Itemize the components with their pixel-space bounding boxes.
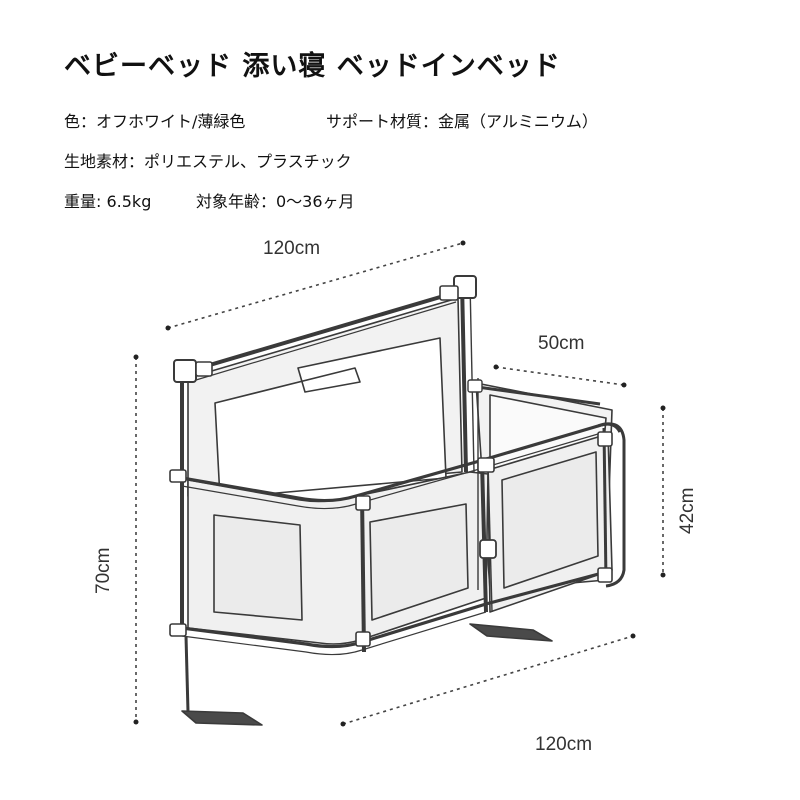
rear-post-right — [460, 281, 468, 473]
bed-illustration — [169, 275, 626, 726]
basket-back-rail — [469, 384, 601, 406]
front-window-left — [213, 514, 303, 621]
rear-inner-board — [214, 337, 447, 499]
rear-top-bar-inner — [195, 301, 457, 381]
front-post-corner-inner — [487, 461, 493, 613]
dim-line-top-width — [167, 242, 464, 329]
dim-label-total-height: 70cm — [93, 548, 114, 594]
dim-label-top-width: 120cm — [263, 238, 320, 259]
joint-clip-8 — [467, 379, 483, 393]
basket-bottom-rail-inner — [181, 611, 487, 656]
spec-color: 色：オフホワイト/薄緑色 — [64, 112, 246, 131]
dim-label-depth: 50cm — [538, 333, 584, 354]
dim-label-bottom-width: 120cm — [535, 734, 592, 755]
front-window-right — [369, 503, 469, 621]
front-post-corner — [480, 461, 488, 613]
joint-clip-6 — [597, 431, 613, 447]
joint-clip-5 — [477, 457, 495, 473]
rear-post-right-inner — [469, 281, 475, 473]
bar-clip-left — [195, 361, 213, 377]
spec-support-material: サポート材質：金属（アルミニウム） — [326, 112, 598, 131]
dim-line-depth — [495, 366, 625, 386]
joint-clip-7 — [597, 567, 613, 583]
joint-clip-1 — [169, 469, 187, 483]
joint-clip-4 — [355, 631, 371, 647]
dim-label-side-height: 42cm — [677, 488, 698, 534]
spec-weight: 重量: 6.5kg — [64, 192, 152, 211]
rear-top-bar — [185, 288, 465, 374]
front-post-middle — [360, 493, 366, 653]
post-left-leg — [184, 635, 190, 713]
floor-plate-left — [181, 710, 263, 726]
front-post-right — [602, 427, 608, 583]
joint-clip-3 — [355, 495, 371, 511]
post-cap-left — [173, 359, 197, 383]
spec-age: 対象年齢：0～36ヶ月 — [196, 192, 355, 211]
dimension-lines — [135, 242, 664, 725]
bar-clip-right — [439, 285, 459, 301]
joint-clip-2 — [169, 623, 187, 637]
lock-knob — [479, 539, 497, 559]
dim-line-bottom-width — [342, 635, 634, 725]
side-window — [501, 451, 599, 589]
spec-fabric-material: 生地素材：ポリエステル、プラスチック — [64, 152, 352, 171]
floor-plate-right — [469, 623, 553, 642]
basket-corner — [597, 422, 626, 588]
product-title: ベビーベッド 添い寝 ベッドインベッド — [64, 51, 561, 82]
